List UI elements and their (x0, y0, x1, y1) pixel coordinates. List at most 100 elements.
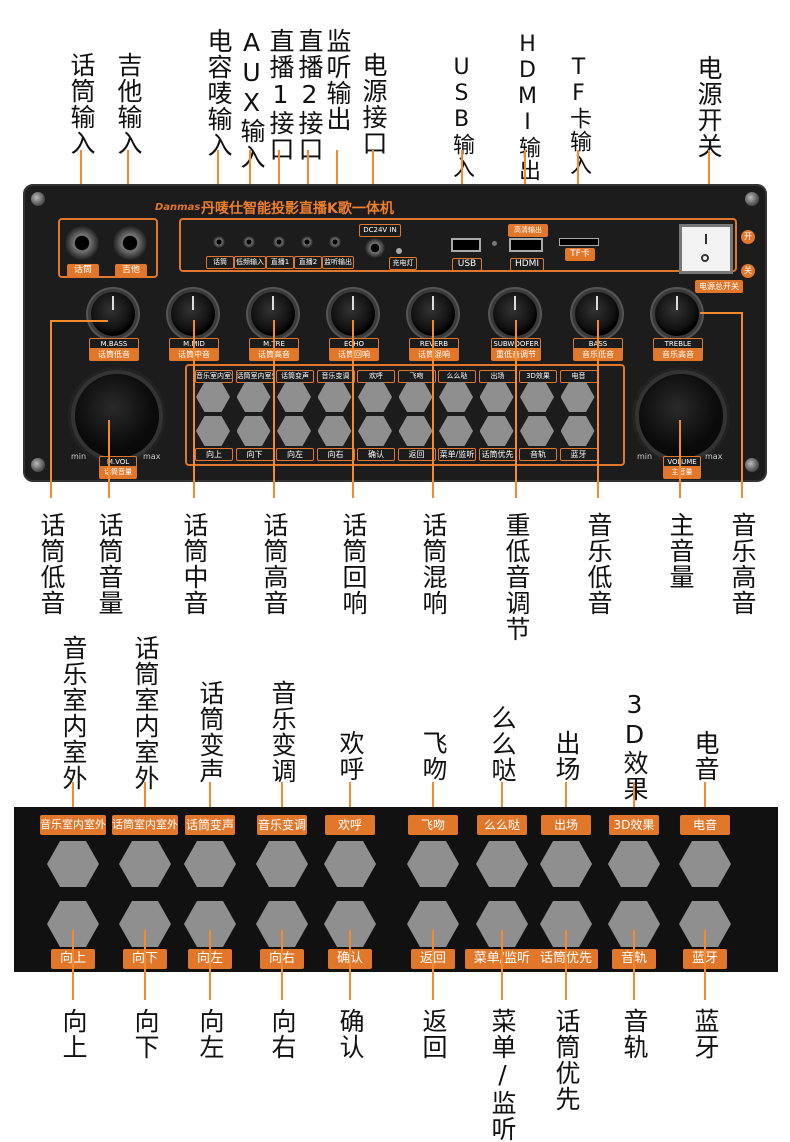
strip-button-top[interactable] (184, 841, 236, 887)
panel-button-bottom[interactable] (196, 416, 230, 446)
switch-on-icon (705, 234, 707, 244)
button-tag-top: 出场 (541, 815, 591, 835)
knob-master-volume[interactable] (639, 374, 723, 458)
callout-label-bottom: 向下 (131, 1008, 160, 1060)
callout-line (209, 930, 211, 1000)
strip-button-top[interactable] (679, 841, 731, 887)
port-monitor[interactable] (329, 236, 341, 248)
label-mic-echo: 话筒回响 (339, 512, 368, 616)
panel-button-label-bottom: 返回 (397, 448, 436, 461)
power-switch[interactable] (679, 224, 733, 274)
strip-button-top[interactable] (119, 841, 171, 887)
callout-line (193, 320, 195, 498)
charge-label: 充电灯 (389, 257, 417, 270)
screw-icon (31, 192, 45, 206)
label-monitor-output: 监听输出 (323, 28, 352, 132)
panel-button-label-bottom: 菜单/监听 (438, 448, 476, 461)
callout-label-bottom: 返回 (419, 1008, 448, 1060)
callout-line (432, 930, 434, 1000)
mic-hole (492, 241, 497, 246)
port-box (179, 218, 737, 272)
callout-line (50, 320, 108, 322)
usb-label: USB (452, 258, 482, 271)
hdmi-top-label: 高清输出 (508, 224, 548, 237)
port-condenser[interactable] (213, 236, 225, 248)
tf-slot[interactable] (559, 238, 599, 246)
callout-line (515, 320, 517, 498)
callout-label-bottom: 向右 (268, 1008, 297, 1060)
port-label: 话筒 (206, 256, 234, 269)
panel-button-top[interactable] (520, 382, 554, 412)
jack-label-mic: 话筒 (67, 264, 99, 277)
guitar-jack[interactable] (113, 226, 147, 260)
knob-mic-bass[interactable] (91, 292, 135, 336)
callout-label-bottom: 确认 (336, 1008, 365, 1060)
callout-label-top: 出场 (552, 730, 581, 782)
knob-mic-volume[interactable] (75, 374, 159, 458)
panel-button-label-bottom: 向右 (316, 448, 355, 461)
strip-button-top[interactable] (256, 841, 308, 887)
charge-led (396, 248, 402, 254)
label-mic-volume: 话筒音量 (95, 512, 124, 616)
port-aux[interactable] (243, 236, 255, 248)
callout-label-bottom: 向上 (59, 1008, 88, 1060)
callout-label-top: 欢呼 (336, 730, 365, 782)
dc-label: DC24V IN (359, 224, 401, 237)
strip-button-top[interactable] (324, 841, 376, 887)
mic-jack[interactable] (65, 226, 99, 260)
port-label: 直播2 (294, 256, 322, 269)
label-mic-bass: 话筒低音 (37, 512, 66, 616)
panel-button-label-bottom: 向上 (195, 448, 233, 461)
callout-line (741, 312, 743, 498)
panel-button-label-top: 飞吻 (397, 370, 436, 383)
callout-line (349, 930, 351, 1000)
panel-button-bottom[interactable] (520, 416, 554, 446)
label-hdmi-output: HDMI输出 (515, 32, 540, 182)
callout-line (281, 930, 283, 1000)
callout-label-bottom: 蓝牙 (691, 1008, 720, 1060)
tf-label: TF卡 (565, 248, 595, 261)
strip-button-top[interactable] (476, 841, 528, 887)
callout-label-top: 话筒变声 (196, 680, 225, 784)
callout-line (700, 312, 742, 314)
label-mic-input: 话筒输入 (67, 52, 96, 156)
hdmi-port[interactable] (509, 238, 543, 252)
callout-line (501, 930, 503, 1000)
panel-button-bottom[interactable] (560, 416, 595, 446)
panel-button-top[interactable] (560, 382, 595, 412)
callout-line (633, 930, 635, 1000)
label-mic-treble: 话筒高音 (260, 512, 289, 616)
max-label: max (705, 452, 723, 461)
hdmi-label: HDMI (510, 258, 544, 271)
button-tag-top: 么么哒 (477, 815, 527, 835)
port-live2[interactable] (301, 236, 313, 248)
knob-label-cn: 音乐高音 (653, 348, 703, 361)
callout-label-top: 话筒室内室外 (131, 635, 160, 791)
callout-line (597, 320, 599, 498)
port-label: 直播1 (266, 256, 294, 269)
label-aux-input: AUX输入 (237, 28, 266, 170)
callout-line (50, 320, 52, 498)
strip-button-top[interactable] (540, 841, 592, 887)
callout-label-bottom: 菜单/监听 (488, 1008, 517, 1142)
strip-button-top[interactable] (47, 841, 99, 887)
min-label: min (71, 452, 87, 461)
label-music-bass: 音乐低音 (584, 512, 613, 616)
power-port[interactable] (365, 238, 385, 258)
strip-button-top[interactable] (608, 841, 660, 887)
usb-port[interactable] (451, 238, 481, 252)
port-label: 监听输出 (322, 256, 354, 269)
button-tag-top: 音乐室内室外 (40, 815, 106, 835)
label-mic-mid: 话筒中音 (180, 512, 209, 616)
port-live1[interactable] (273, 236, 285, 248)
callout-label-bottom: 音轨 (620, 1008, 649, 1060)
button-tag-top: 话筒室内室外 (112, 815, 178, 835)
panel-button-top[interactable] (196, 382, 230, 412)
knob-music-treble[interactable] (655, 292, 699, 336)
knob-label-cn: 话筒回响 (329, 348, 379, 361)
callout-line (72, 930, 74, 1000)
strip-button-top[interactable] (407, 841, 459, 887)
port-label: 低频输入 (234, 256, 266, 269)
panel-button-label-top: 音乐室内室外 (195, 370, 233, 383)
control-panel: Danmas 丹唛仕智能投影直播K歌一体机 话筒 吉他 话筒 低频输入 直播1 … (23, 184, 767, 482)
